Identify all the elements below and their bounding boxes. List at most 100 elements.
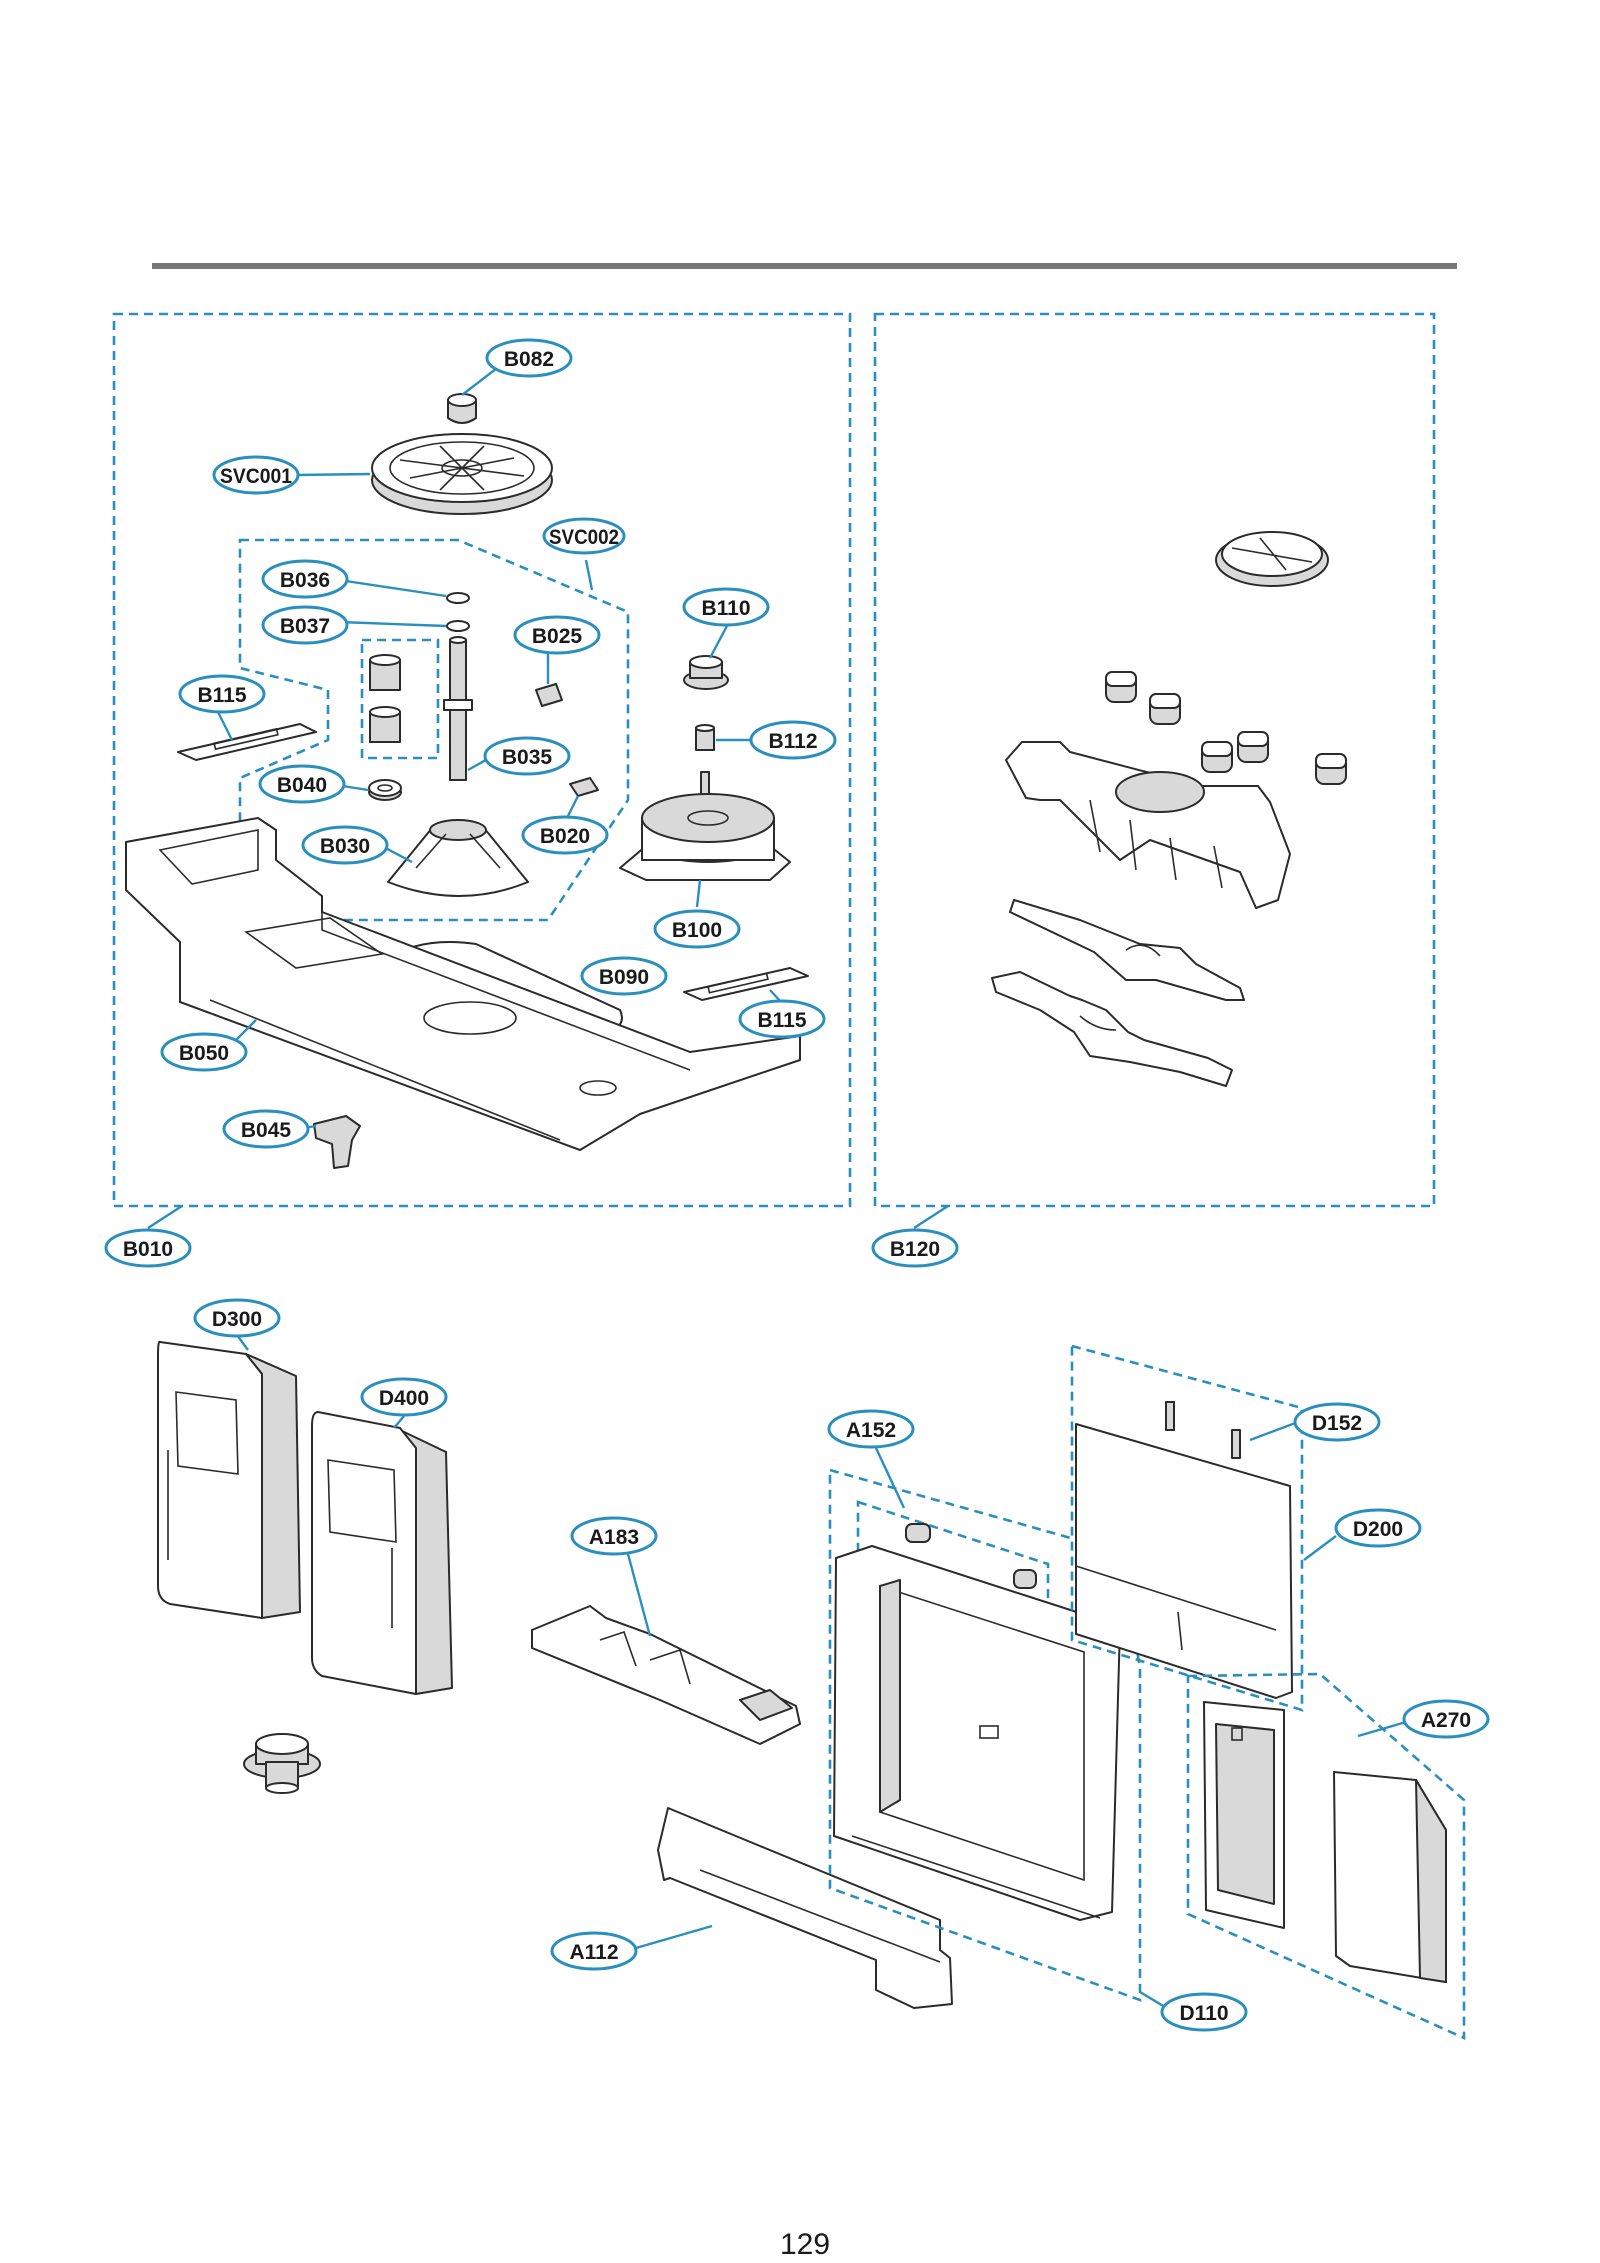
header-rule: [152, 263, 1457, 269]
part-d152-pin-1: [1165, 1401, 1175, 1431]
part-knob: [243, 1733, 321, 1794]
part-b110-gear-cap: [683, 655, 729, 690]
part-arm-upper: [1009, 899, 1245, 1001]
callout-b025: B025: [513, 615, 601, 655]
callout-b040: B040: [258, 764, 346, 804]
part-cap-2: [1149, 693, 1181, 725]
callout-b110: B110: [682, 587, 770, 627]
part-bushing-lower: [369, 706, 401, 743]
callout-label: D110: [1179, 2002, 1228, 2025]
callout-label: B090: [599, 966, 649, 989]
callout-label: SVC001: [220, 465, 292, 488]
callout-d300: D300: [193, 1298, 281, 1338]
part-cap-5: [1315, 753, 1347, 785]
callout-label: B120: [890, 1238, 940, 1261]
part-d152-pin-2: [1231, 1429, 1241, 1459]
part-a270-panel-rear: [1333, 1771, 1447, 1983]
part-b035-shaft: [443, 636, 473, 781]
callout-label: B020: [540, 825, 590, 848]
part-a152-clip-1: [905, 1523, 931, 1543]
callout-label: D152: [1312, 1412, 1362, 1435]
group-box-b120: [873, 312, 1436, 1208]
callout-label: B035: [502, 746, 553, 769]
part-a152-clip-2: [1013, 1569, 1037, 1589]
callout-label: A112: [569, 1941, 618, 1964]
part-cap-1: [1105, 671, 1137, 703]
part-b082-cap: [447, 393, 477, 424]
callout-b100: B100: [653, 909, 741, 949]
callout-b115-right: B115: [738, 999, 826, 1039]
callout-d152: D152: [1293, 1402, 1381, 1442]
callout-label: B110: [701, 597, 750, 620]
page-number: 129: [780, 2228, 830, 2261]
part-b037-washer: [446, 620, 470, 632]
part-cap-4: [1237, 731, 1269, 763]
callout-a112: A112: [550, 1931, 638, 1971]
callout-label: B082: [504, 348, 554, 371]
part-d110-frame: [833, 1545, 1121, 1921]
callout-b036: B036: [261, 559, 349, 599]
callout-b112: B112: [749, 720, 837, 760]
part-b100-motor: [619, 771, 791, 881]
callout-d110: D110: [1160, 1992, 1248, 2032]
part-a270-panel-front: [1203, 1701, 1285, 1929]
callout-label: D400: [379, 1387, 429, 1410]
part-arm-lower: [991, 971, 1233, 1087]
callout-b045: B045: [222, 1109, 310, 1149]
part-d200-plate: [1075, 1423, 1293, 1699]
part-a183-tray: [531, 1605, 801, 1745]
part-b115-right-slider: [683, 967, 809, 1001]
part-b040-bearing: [368, 779, 402, 801]
callout-label: B025: [532, 625, 583, 648]
callout-label: B100: [672, 919, 722, 942]
callout-label: B115: [757, 1009, 806, 1032]
group-box-a270: [1186, 1672, 1466, 2041]
callout-label: B010: [123, 1238, 173, 1261]
group-box-d110: [828, 1468, 1142, 2002]
part-d400-door: [311, 1411, 453, 1695]
callout-label: A183: [589, 1526, 639, 1549]
callout-b010: B010: [104, 1228, 192, 1268]
callout-label: B050: [179, 1042, 229, 1065]
group-box-a152: [856, 1500, 1050, 1616]
callout-b115-left: B115: [178, 674, 266, 714]
part-b020-clip: [569, 777, 599, 797]
callout-d400: D400: [360, 1377, 448, 1417]
part-round-cover: [1215, 531, 1329, 587]
callout-label: B037: [280, 615, 330, 638]
callout-svc002: SVC002: [542, 517, 626, 555]
callout-b050: B050: [160, 1032, 248, 1072]
callout-b082: B082: [485, 338, 573, 378]
callout-d200: D200: [1334, 1508, 1422, 1548]
callout-b030: B030: [301, 825, 389, 865]
callout-b037: B037: [261, 605, 349, 645]
part-cap-3: [1201, 741, 1233, 773]
callout-b120: B120: [871, 1228, 959, 1268]
part-svc001-pulley: [371, 433, 553, 515]
callout-label: A270: [1421, 1709, 1471, 1732]
part-b045-lever: [313, 1115, 361, 1169]
callout-b020: B020: [521, 815, 609, 855]
callout-label: B115: [197, 684, 246, 707]
callout-label: D200: [1353, 1518, 1403, 1541]
part-a112-panel: [657, 1807, 953, 2009]
group-box-d200: [1070, 1344, 1304, 1712]
part-b025-block: [535, 683, 563, 707]
part-bushing-upper: [369, 654, 401, 691]
part-b115-left-slider: [177, 723, 317, 761]
callout-label: B036: [280, 569, 330, 592]
callout-label: B045: [241, 1119, 292, 1142]
callout-label: A152: [846, 1419, 896, 1442]
callout-a152: A152: [827, 1409, 915, 1449]
callout-a183: A183: [570, 1516, 658, 1556]
part-b036-washer: [446, 592, 470, 604]
part-d300-door: [157, 1340, 301, 1619]
callout-svc001: SVC001: [212, 455, 300, 495]
callout-label: B030: [320, 835, 370, 858]
callout-label: B112: [768, 730, 817, 753]
callout-b035: B035: [483, 736, 571, 776]
callout-label: B040: [277, 774, 327, 797]
part-b112-coupling: [695, 724, 715, 751]
callout-b090: B090: [580, 956, 668, 996]
